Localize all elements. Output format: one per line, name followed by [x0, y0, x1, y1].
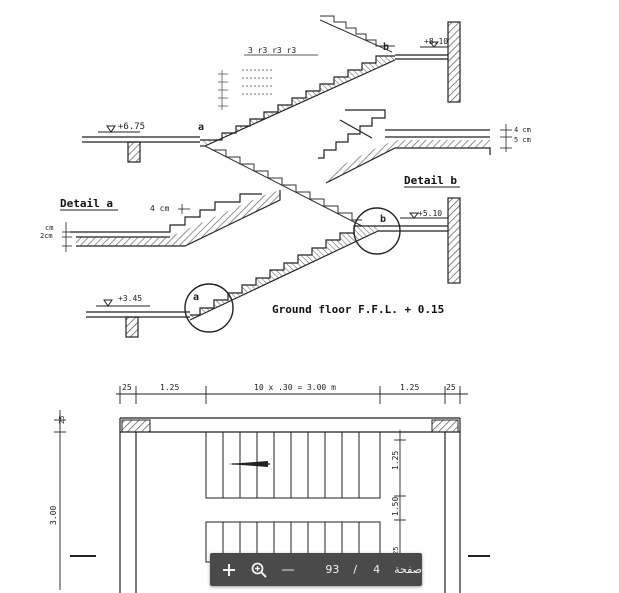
detail-a-title: Detail a — [60, 197, 113, 210]
detail-b-dim-2: 5 cm — [514, 136, 531, 144]
total-pages: 93 — [325, 563, 340, 576]
plan-column-left — [121, 419, 151, 433]
detail-circle-a — [184, 283, 234, 333]
hidden-flight — [204, 145, 363, 227]
plan-dim-left: 1.25 — [160, 383, 179, 392]
landing-510 — [378, 225, 448, 232]
step-dims — [218, 69, 272, 110]
wall-upper — [447, 21, 461, 103]
riser-dims: 3 r3 r3 r3 — [248, 46, 296, 55]
current-page[interactable]: 4 — [373, 563, 381, 576]
point-b-bottom: b — [380, 214, 386, 225]
plan-dim-edge-left: 25 — [122, 383, 132, 392]
page-separator: / — [353, 563, 358, 576]
zoom-in-button[interactable] — [214, 553, 244, 586]
plan-right-dim-3: 25 — [392, 547, 400, 555]
detail-a-dim: 4 cm — [150, 204, 169, 213]
plan-right-dim-1: 1.25 — [391, 451, 400, 470]
page-indicator: 93 / 4 صفحة — [325, 563, 422, 576]
detail-a-left-dim-2: 2cm — [40, 232, 53, 240]
magnify-button[interactable] — [244, 553, 274, 586]
level-510: +5.10 — [418, 209, 442, 218]
page-label: صفحة — [394, 563, 423, 576]
viewer-toolbar: 93 / 4 صفحة — [210, 553, 422, 586]
plan-treads — [205, 431, 381, 563]
detail-b-dim-1: 4 cm — [514, 126, 531, 134]
plus-icon — [222, 563, 235, 576]
magnifier-plus-icon — [251, 562, 267, 578]
plan-dim-right: 1.25 — [400, 383, 419, 392]
plan-right-dim-2: 1.50 — [391, 497, 400, 516]
point-a-bottom: a — [193, 292, 199, 303]
minus-icon — [282, 568, 295, 571]
upper-flight-slab — [200, 56, 395, 146]
plan-dim-mid: 10 x .30 = 3.00 m — [254, 383, 336, 392]
point-b-top: b — [383, 42, 389, 53]
level-810: +8.10 — [424, 37, 448, 46]
wall-lower — [447, 197, 461, 284]
level-675: +6.75 — [118, 122, 145, 132]
plan-walls — [119, 417, 461, 593]
plan-top-left-dim: 25 — [58, 416, 66, 424]
detail-b-title: Detail b — [404, 174, 457, 187]
detail-a-left-dim-1: cm — [45, 224, 53, 232]
plan-side-dim: 3.00 — [49, 506, 58, 525]
landing-675 — [82, 136, 200, 163]
ground-floor-label: Ground floor F.F.L. + 0.15 — [272, 303, 444, 316]
landing-345 — [86, 311, 190, 338]
point-a-top: a — [198, 122, 204, 133]
zoom-out-button[interactable] — [274, 553, 304, 586]
detail-circle-b — [353, 207, 401, 255]
upper-landing — [395, 54, 448, 60]
level-345: +3.45 — [118, 294, 142, 303]
plan-arrow — [228, 461, 270, 467]
upper-stair-hidden — [319, 15, 395, 53]
plan-column-right — [431, 419, 459, 433]
plan-dim-edge-right: 25 — [446, 383, 456, 392]
lower-flight-slab — [190, 226, 378, 320]
plan-dimensions — [54, 386, 468, 590]
